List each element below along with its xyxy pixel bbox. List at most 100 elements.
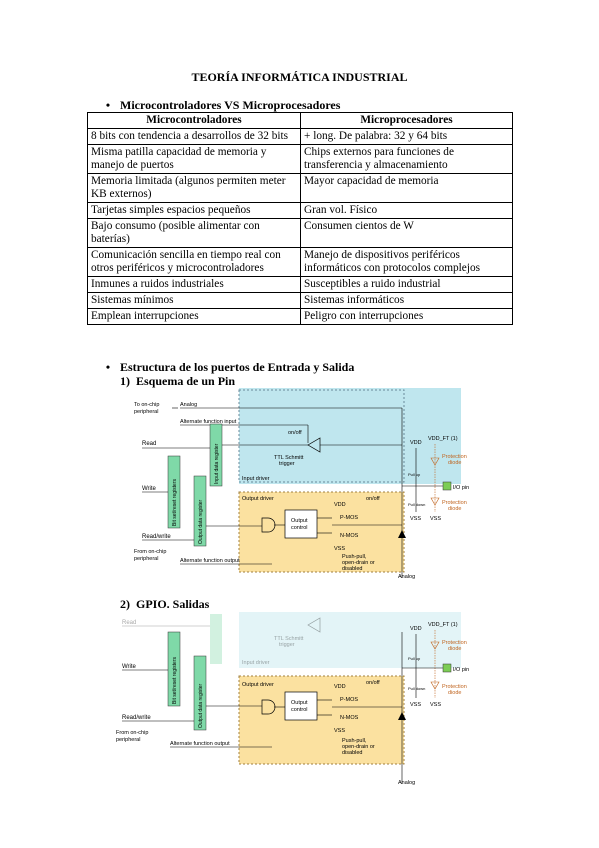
table-header-row: Microcontroladores Microprocesadores [87,112,513,129]
protection-label-top: Protection [442,640,467,646]
section-puertos: • Estructura de los puertos de Entrada y … [96,360,354,375]
table-cell: Misma patilla capacidad de memoria y man… [87,144,301,174]
bullet-dot: • [105,98,111,112]
mux-icon [261,699,276,715]
document-title: TEORÍA INFORMÁTICA INDUSTRIAL [191,70,408,84]
bit-setreset-registers [167,631,181,707]
from-onchip-label: From on-chip [116,730,148,736]
pushpull-label3: disabled [342,750,363,756]
analog-bottom-label: Analog [398,574,415,580]
table-cell: 8 bits con tendencia a desarrollos de 32… [87,128,301,145]
protection-diode-bottom-icon [430,497,440,506]
diode-label-bottom: diode [448,506,461,512]
protection-label-top: Protection [442,454,467,460]
bullet-dot: • [105,360,111,374]
pin-schematic-diagram: To on-chip peripheral Analog Alternate f… [134,388,469,580]
analog-top-label: Analog [180,402,197,408]
table-row: Bajo consumo (posible alimentar con bate… [87,218,513,248]
input-driver-label: Input driver [242,476,270,482]
peripheral-label: peripheral [116,737,140,743]
output-driver-label: Output driver [242,682,274,688]
write-label: Write [122,664,137,670]
table-cell: Tarjetas simples espacios pequeños [87,202,301,219]
io-pin-label: I/O pin [453,667,469,673]
pmos-label: P-MOS [340,697,358,703]
nmos-label: N-MOS [340,715,359,721]
output-control-label1: Output [291,518,308,524]
table-cell: Sistemas mínimos [87,292,301,309]
vss-label-2: VSS [430,516,441,522]
write-label: Write [142,486,157,492]
alt-input-label: Alternate function input [180,419,237,425]
ttl-label: TTL Schmitt [274,455,304,461]
table-row: Comunicación sencilla en tiempo real con… [87,247,513,277]
input-driver-area-faded [239,612,461,668]
table-cell: + long. De palabra: 32 y 64 bits [300,128,513,145]
table-cell: Comunicación sencilla en tiempo real con… [87,247,301,277]
table-cell: Manejo de dispositivos periféricos infor… [300,247,513,277]
output-driver-label: Output driver [242,496,274,502]
trigger-label-faded: trigger [279,642,295,648]
peripheral-label: peripheral [134,409,158,415]
readwrite-label: Read/write [142,534,171,540]
vdd-label: VDD [410,440,422,446]
gpio-output-diagram: Read TTL Schmitt trigger Input driver Ou… [116,612,469,786]
output-control-label2: control [291,525,308,531]
pushpull-label1: Push-pull, [342,738,367,744]
read-label-faded: Read [122,620,136,626]
protection-label-bottom: Protection [442,500,467,506]
to-onchip-label: To on-chip [134,402,159,408]
readwrite-label: Read/write [122,715,151,721]
diode-label-bottom: diode [448,690,461,696]
alt-output-label: Alternate function output [180,558,240,564]
io-pin-icon [442,481,452,491]
pmos-label: P-MOS [340,515,358,521]
read-label: Read [142,441,156,447]
onoff-out-label: on/off [366,496,380,502]
table-cell: Susceptibles a ruido industrial [300,276,513,293]
from-onchip-label: From on-chip [134,549,166,555]
table-cell: Emplean interrupciones [87,308,301,325]
output-control-label1: Output [291,700,308,706]
mux-icon [261,517,276,533]
vss-nmos-label: VSS [334,546,345,552]
pushpull-label1: Push-pull, [342,554,367,560]
table-row: 8 bits con tendencia a desarrollos de 32… [87,128,513,145]
pushpull-label2: open-drain or [342,560,375,566]
analog-bottom-label: Analog [398,780,415,786]
table-cell: Consumen cientos de W [300,218,513,248]
input-driver-area [239,388,461,484]
peripheral-bottom-label: peripheral [134,556,158,562]
output-control-block [284,691,318,721]
input-driver-label-faded: Input driver [242,660,270,666]
output-data-register-label: Output data register [198,683,204,728]
diode-label-top: diode [448,646,461,652]
output-data-register-label: Output data register [198,499,204,544]
table-row: Memoria limitada (algunos permiten meter… [87,173,513,203]
section-title: Microcontroladores VS Microprocesadores [120,98,341,112]
vss-label-2: VSS [430,702,441,708]
output-data-register [193,475,207,547]
output-data-register [193,655,207,731]
section-title: Estructura de los puertos de Entrada y S… [120,360,355,374]
pull-down-label: Pull down [408,686,425,691]
table-cell: Gran vol. Físico [300,202,513,219]
input-data-register-label: Input data register [214,443,220,484]
table-cell: Memoria limitada (algunos permiten meter… [87,173,301,203]
vdd-pmos-label: VDD [334,502,346,508]
table-cell: Inmunes a ruidos industriales [87,276,301,293]
pushpull-label2: open-drain or [342,744,375,750]
table-cell: Bajo consumo (posible alimentar con bate… [87,218,301,248]
vss-nmos-label: VSS [334,728,345,734]
vss-label: VSS [410,702,421,708]
output-driver-area [239,676,404,764]
comparison-table: Microcontroladores Microprocesadores 8 b… [87,112,513,325]
vss-label: VSS [410,516,421,522]
protection-diode-top-icon [430,641,440,650]
input-data-register [209,423,223,487]
onoff-out-label: on/off [366,680,380,686]
ttl-label-faded: TTL Schmitt [274,636,304,642]
subsection-esquema-pin: 1) Esquema de un Pin [120,374,236,388]
